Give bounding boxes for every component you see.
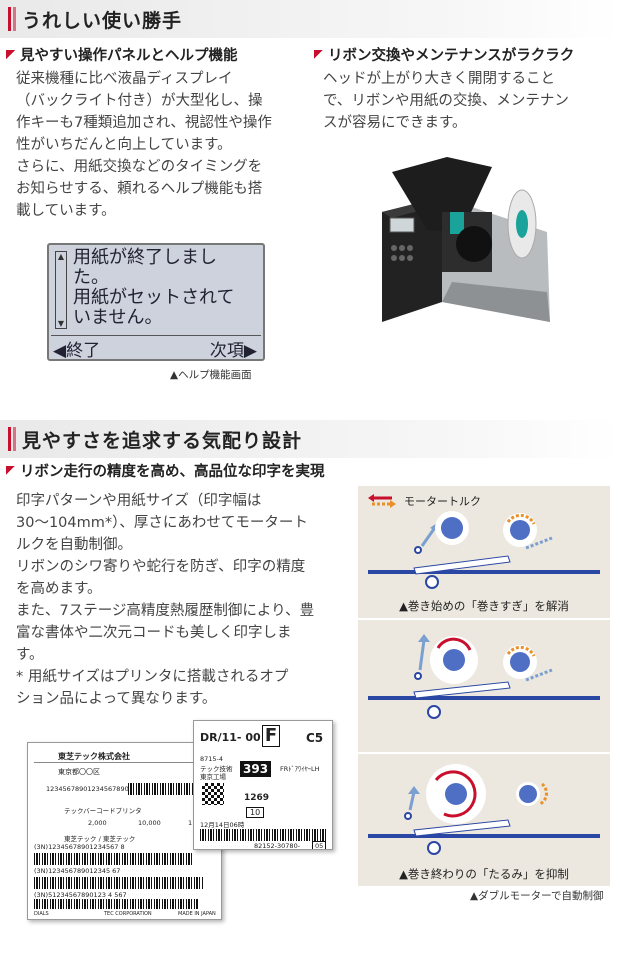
qr-code-icon bbox=[202, 783, 224, 805]
section-header-usability: うれしい使い勝手 bbox=[0, 0, 620, 38]
label-maker: テック技術 bbox=[200, 765, 233, 773]
text-line: スが容易にできます。 bbox=[323, 115, 467, 131]
text-line: また、7ステージ高精度熱履歴制御により、豊 bbox=[16, 603, 315, 619]
barcode bbox=[200, 829, 326, 841]
accent-bar bbox=[8, 427, 11, 451]
text-line: 従来機種に比べ液晶ディスプレイ bbox=[16, 71, 233, 87]
printer-image bbox=[382, 157, 550, 322]
label-total: 10,000 bbox=[138, 819, 161, 827]
text-line: 印字パターンや用紙サイズ（印字幅は bbox=[16, 493, 262, 509]
text-line: （バックライト付き）が大型化し、操 bbox=[16, 93, 263, 109]
barcode-text: (3N)123456789012345 67 bbox=[34, 867, 121, 875]
text-line: リボンのシワ寄りや蛇行を防ぎ、印字の精度 bbox=[16, 559, 306, 575]
label-bottom-tail: 05 bbox=[312, 841, 327, 849]
paragraph-ribbon: ヘッドが上がり大きく開閉すること で、リボンや用紙の交換、メンテナン スが容易に… bbox=[323, 68, 613, 134]
panel-caption: ▲巻き始めの「巻きすぎ」を解消 bbox=[399, 599, 569, 613]
section-title: うれしい使い勝手 bbox=[22, 10, 183, 32]
lcd-line: 用紙がセットされて bbox=[73, 287, 235, 308]
lcd-message: 用紙が終了しまし た。 用紙がセットされて いません。 bbox=[73, 248, 234, 328]
label-qty: 1269 bbox=[244, 793, 270, 803]
label-product: テックバーコードプリンタ bbox=[64, 807, 142, 815]
bullet-icon bbox=[6, 50, 15, 59]
subheading-text: 見やすい操作パネルとヘルプ機能 bbox=[20, 48, 238, 64]
paragraph-panel-help: 従来機種に比べ液晶ディスプレイ （バックライト付き）が大型化し、操 作キーも7種… bbox=[16, 68, 306, 222]
scroll-down-icon: ▼ bbox=[57, 319, 65, 328]
lcd-key-end: ◀終了 bbox=[53, 341, 101, 361]
subheading-panel-help: 見やすい操作パネルとヘルプ機能 bbox=[6, 44, 238, 65]
bullet-icon bbox=[6, 466, 15, 475]
text-line: 載しています。 bbox=[16, 203, 116, 219]
text-line: ヘッドが上がり大きく開閉すること bbox=[323, 71, 555, 87]
label-header-row: 東芝テック株式会社 bbox=[34, 749, 215, 763]
diagram-panel-end: ▲巻き終わりの「たるみ」を抑制 bbox=[358, 754, 610, 886]
paragraph-ribbon-precision: 印字パターンや用紙サイズ（印字幅は 30〜104mm*）、厚さにあわせてモーター… bbox=[16, 490, 351, 710]
label-qty: 2,000 bbox=[88, 819, 107, 827]
lcd-line: いません。 bbox=[73, 307, 163, 328]
torque-legend: モータートルク bbox=[404, 495, 481, 508]
section-header-design: 見やすさを追求する気配り設計 bbox=[0, 420, 620, 458]
accent-bar bbox=[8, 7, 11, 31]
subheading-text: リボン交換やメンテナンスがラクラク bbox=[328, 48, 575, 64]
lcd-line: 用紙が終了しまし bbox=[73, 247, 217, 268]
label-code: 12345678901234567890 bbox=[46, 785, 129, 793]
label-dept: 東京都〇〇区 bbox=[58, 768, 100, 776]
label-note: FRﾄﾞｱﾜｲﾔｰLH bbox=[280, 765, 320, 773]
help-lcd-screen: ▲ ▼ 用紙が終了しまし た。 用紙がセットされて いません。 ◀終了 次項▶ bbox=[47, 243, 265, 361]
lcd-scrollbar: ▲ ▼ bbox=[55, 251, 67, 329]
text-line: お知らせする、頼れるヘルプ機能も搭 bbox=[16, 181, 263, 197]
subheading-ribbon: リボン交換やメンテナンスがラクラク bbox=[314, 44, 574, 65]
scroll-up-icon: ▲ bbox=[57, 252, 65, 261]
subheading-ribbon-precision: リボン走行の精度を高め、高品位な印字を実現 bbox=[6, 460, 325, 481]
text-line: 富な書体や二次元コードも美しく印字しま bbox=[16, 625, 292, 641]
label-footer: MADE IN JAPAN bbox=[178, 911, 216, 917]
label-grade: C5 bbox=[306, 731, 324, 745]
label-box-number: 393 bbox=[240, 761, 272, 777]
text-line: 性がいちだんと向上しています。 bbox=[16, 137, 232, 153]
text-line: を高めます。 bbox=[16, 581, 102, 597]
diagram-panel-middle bbox=[358, 620, 610, 752]
label-bottom-code: 82152-30780- bbox=[254, 842, 301, 850]
label-date: 12月14日06時 bbox=[200, 821, 245, 829]
label-big-letter: F bbox=[262, 725, 280, 747]
lcd-line: た。 bbox=[73, 267, 109, 288]
label-part: 8715-4 bbox=[200, 755, 224, 763]
label-company: 東芝テック株式会社 bbox=[58, 752, 130, 761]
text-line: す。 bbox=[16, 647, 44, 663]
diagram-panel-start: モータートルク ▲巻き始めの「巻きすぎ」を解消 bbox=[358, 486, 610, 618]
label-dest: 東芝テック / 東芝テック bbox=[64, 835, 136, 843]
sample-label-shipping: 東芝テック株式会社 東京都〇〇区 12345678901234567890 テッ… bbox=[27, 742, 222, 920]
accent-bar bbox=[13, 7, 16, 31]
text-line: さらに、用紙交換などのタイミングを bbox=[16, 159, 263, 175]
sample-label-parts: DR/11- 00 F C5 8715-4 テック技術 東京工場 393 FRﾄ… bbox=[193, 720, 333, 850]
barcode-text: (3N)12345678901234567 8 bbox=[34, 843, 125, 851]
lcd-caption: ▲ヘルプ機能画面 bbox=[170, 369, 252, 381]
lcd-key-next: 次項▶ bbox=[209, 341, 257, 361]
text-line: ルクを自動制御。 bbox=[16, 537, 132, 553]
lcd-softkeys: ◀終了 次項▶ bbox=[51, 335, 261, 361]
barcode bbox=[128, 783, 208, 795]
text-line: ション品によって異なります。 bbox=[16, 691, 217, 707]
accent-bar bbox=[13, 427, 16, 451]
panel-caption: ▲巻き終わりの「たるみ」を抑制 bbox=[399, 867, 569, 881]
ribbon-diagram-start bbox=[368, 494, 600, 589]
barcode bbox=[34, 853, 194, 865]
label-dept: 東京工場 bbox=[200, 773, 226, 781]
label-code: DR/11- 00 bbox=[200, 731, 261, 744]
ribbon-diagram-end bbox=[368, 764, 600, 855]
section-title: 見やすさを追求する気配り設計 bbox=[22, 430, 303, 452]
label-no: 10 bbox=[246, 807, 265, 818]
text-line: 作キーも7種類追加され、視認性や操作 bbox=[16, 115, 272, 131]
subheading-text: リボン走行の精度を高め、高品位な印字を実現 bbox=[20, 464, 325, 480]
diagram-caption: ▲ダブルモーターで自動制御 bbox=[470, 890, 604, 902]
label-footer: TEC CORPORATION bbox=[104, 911, 152, 917]
bullet-icon bbox=[314, 50, 323, 59]
barcode bbox=[34, 877, 204, 889]
label-footer: DIALS bbox=[34, 911, 49, 917]
barcode-text: (3N)51234567890123 4 567 bbox=[34, 891, 127, 899]
text-line: 30〜104mm*）、厚さにあわせてモータート bbox=[16, 515, 308, 531]
ribbon-diagram-middle bbox=[368, 634, 600, 719]
text-line: で、リボンや用紙の交換、メンテナン bbox=[323, 93, 569, 109]
text-line: * 用紙サイズはプリンタに搭載されるオプ bbox=[16, 669, 289, 685]
barcode bbox=[34, 899, 199, 909]
